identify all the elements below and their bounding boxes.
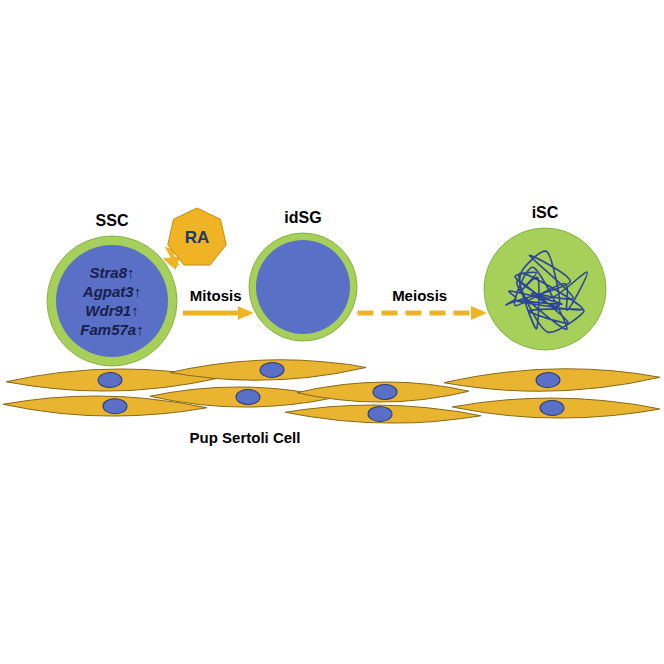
nucleus-content [248, 232, 358, 342]
cell-shape [46, 235, 178, 367]
sertoli-nucleus [236, 389, 260, 404]
gene-label: Agpat3↑ [83, 282, 141, 301]
sertoli-nucleus [536, 372, 560, 388]
nucleus-content [483, 227, 607, 351]
sertoli-cell-body [285, 403, 481, 424]
sertoli-cell-body [444, 366, 661, 394]
sertoli-nucleus [260, 362, 284, 378]
cell-shape [483, 227, 607, 351]
cell-label: idSG [228, 208, 378, 228]
sertoli-cell [452, 397, 660, 419]
sertoli-nucleus [540, 400, 564, 415]
cell-shape [248, 232, 358, 342]
sertoli-cell [444, 366, 661, 394]
chromatin [506, 251, 587, 332]
sertoli-cell-body [150, 386, 334, 408]
sertoli-cell [285, 403, 481, 424]
arrow-label: Meiosis [392, 287, 447, 304]
signal-node: RA [166, 207, 228, 269]
sertoli-cell [170, 357, 366, 382]
signal-body: RA [166, 207, 228, 269]
process-arrow [183, 311, 249, 316]
nucleus-content: Stra8↑Agpat3↑Wdr91↑Fam57a↑ [46, 235, 178, 367]
signal-label: RA [185, 228, 210, 248]
signal-content: RA [166, 207, 228, 269]
gene-label: Fam57a↑ [80, 320, 143, 339]
cell-membrane [249, 233, 357, 341]
sertoli-cell-body [297, 381, 469, 403]
nucleus [256, 240, 350, 334]
cell-node: iSC [463, 203, 627, 351]
cell-membrane [484, 228, 606, 350]
heptagon-shape [168, 208, 226, 265]
sertoli-nucleus [98, 372, 122, 387]
sertoli-cell-layer [3, 357, 660, 424]
process-arrow [357, 311, 481, 316]
cell-node: idSG [228, 208, 378, 342]
cell-membrane [47, 236, 177, 366]
gene-label: Stra8↑ [89, 263, 134, 282]
sertoli-cell-body [452, 397, 660, 419]
arrow-label: Mitosis [190, 287, 242, 304]
cell-type-label: Pup Sertoli Cell [190, 429, 301, 446]
sertoli-nucleus [368, 406, 392, 421]
cell-body [248, 232, 358, 342]
cell-body: Stra8↑Agpat3↑Wdr91↑Fam57a↑ [46, 235, 178, 367]
cell-label: iSC [463, 203, 627, 223]
sertoli-cell [150, 386, 334, 408]
gene-label: Wdr91↑ [85, 301, 138, 320]
sertoli-cell-body [170, 357, 366, 382]
sertoli-nucleus [373, 384, 397, 399]
sertoli-cell [297, 381, 469, 403]
cell-body [483, 227, 607, 351]
sertoli-nucleus [103, 398, 127, 413]
nucleus [56, 245, 168, 357]
